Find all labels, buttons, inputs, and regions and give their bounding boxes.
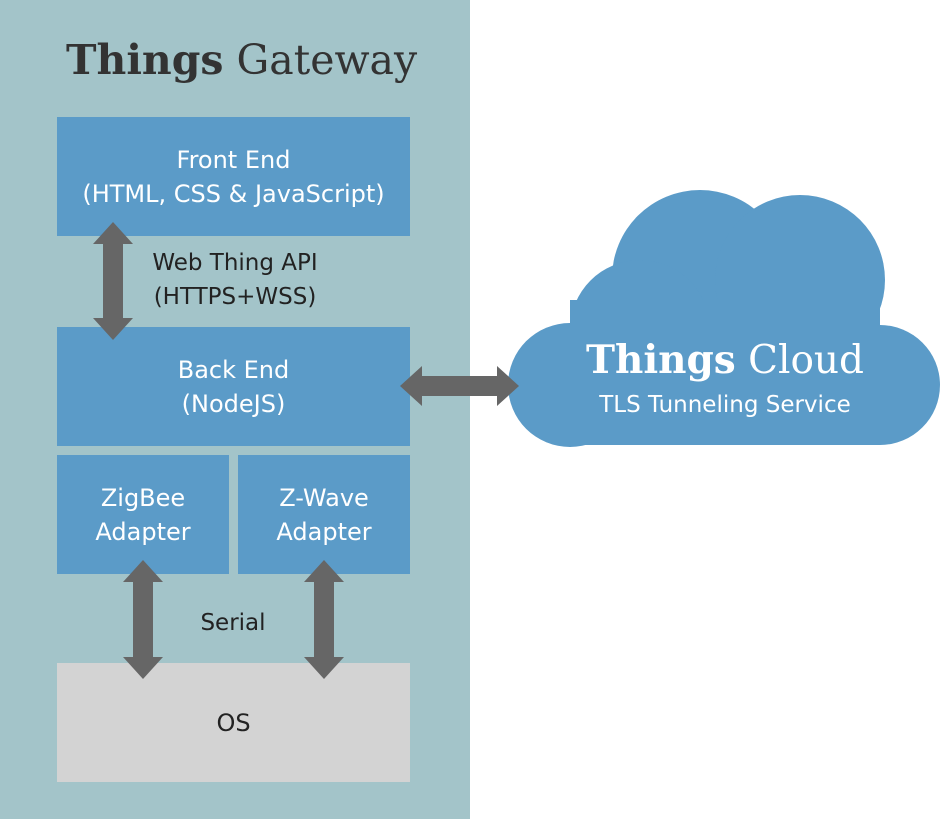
gateway-title-light: Gateway [236, 36, 418, 84]
web-thing-api-label: Web Thing API (HTTPS+WSS) [140, 246, 330, 314]
web-thing-api-title: Web Thing API [152, 250, 318, 276]
cloud-body [508, 190, 940, 447]
zigbee-adapter-box: ZigBee Adapter [57, 455, 229, 574]
front-end-tech: (HTML, CSS & JavaScript) [82, 179, 385, 208]
zigbee-label: ZigBee [100, 483, 186, 512]
back-end-tech: (NodeJS) [181, 389, 286, 418]
web-thing-api-protocols: (HTTPS+WSS) [153, 284, 317, 310]
zigbee-adapter-label: Adapter [95, 517, 191, 546]
cloud-title: Things Cloud [560, 330, 890, 390]
gateway-title-bold: Things [66, 36, 224, 84]
os-label: OS [216, 708, 251, 737]
api-double-arrow [93, 222, 133, 340]
gateway-title: Things Gateway [66, 30, 426, 90]
back-end-title: Back End [177, 355, 290, 384]
zwave-serial-double-arrow [304, 560, 344, 679]
os-box: OS [57, 663, 410, 782]
cloud-subtitle: TLS Tunneling Service [599, 392, 851, 418]
cloud-title-bold: Things [585, 337, 736, 383]
zwave-label: Z-Wave [279, 483, 369, 512]
zwave-adapter-label: Adapter [276, 517, 372, 546]
zwave-adapter-box: Z-Wave Adapter [238, 455, 410, 574]
back-end-box: Back End (NodeJS) [57, 327, 410, 446]
serial-label: Serial [200, 610, 266, 636]
cloud-double-arrow [400, 366, 519, 406]
front-end-box: Front End (HTML, CSS & JavaScript) [57, 117, 410, 236]
cloud-title-light: Cloud [748, 338, 865, 383]
zigbee-serial-double-arrow [123, 560, 163, 679]
front-end-title: Front End [176, 145, 291, 174]
